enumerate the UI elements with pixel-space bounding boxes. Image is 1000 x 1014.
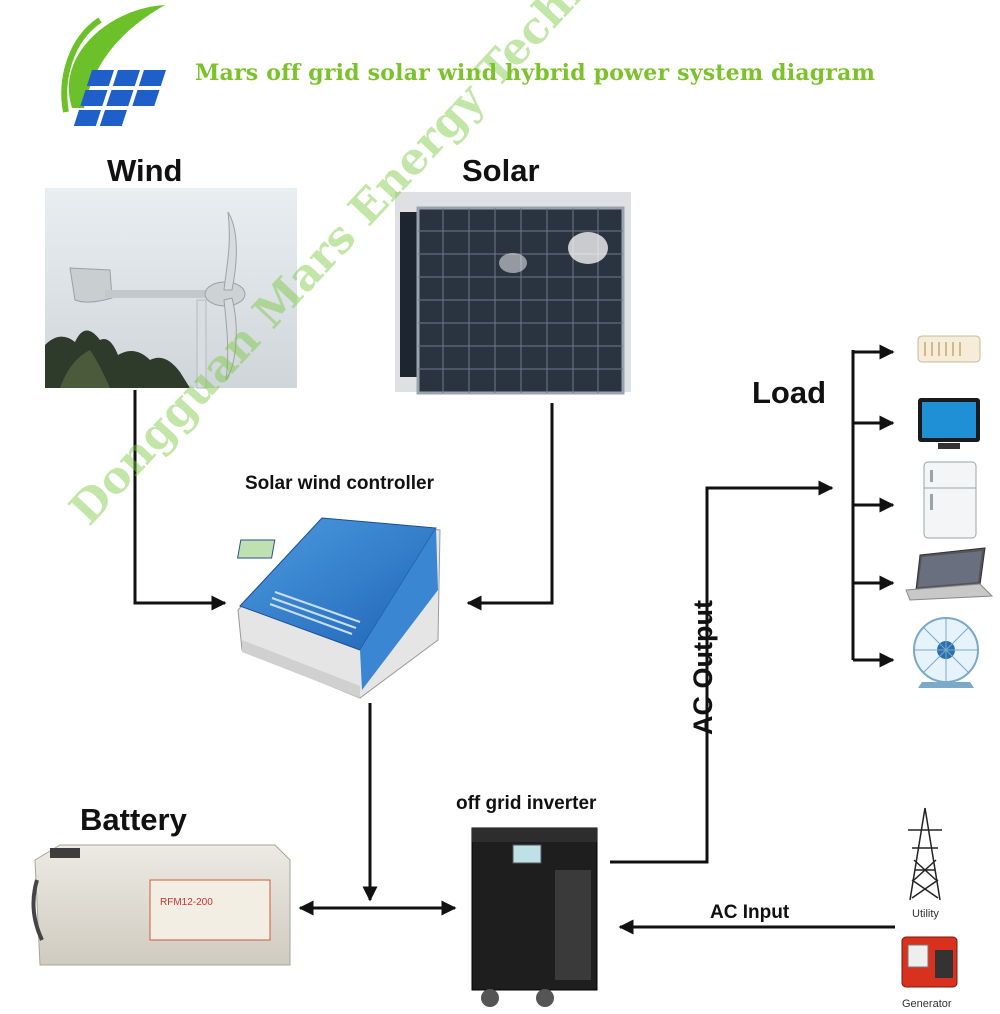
generator-icon bbox=[901, 936, 958, 988]
leaf-logo-icon bbox=[61, 5, 165, 113]
ac-output-label: AC Output bbox=[688, 600, 718, 735]
solar-wind-controller-image bbox=[237, 517, 441, 699]
wind-turbine-image bbox=[45, 188, 297, 389]
connector-lines bbox=[133, 344, 895, 935]
controller-label: Solar wind controller bbox=[245, 473, 434, 494]
inverter-label: off grid inverter bbox=[456, 793, 597, 814]
air-conditioner-icon bbox=[917, 335, 981, 363]
solar-label: Solar bbox=[462, 153, 540, 188]
solar-panel-logo-icon bbox=[73, 70, 166, 126]
solar-panel-image bbox=[395, 192, 631, 395]
battery-image: RFM12-200 bbox=[31, 844, 291, 966]
ac-input-label: AC Input bbox=[710, 902, 790, 923]
laptop-icon bbox=[905, 547, 994, 601]
load-label: Load bbox=[752, 375, 827, 410]
diagram-title: Mars off grid solar wind hybrid power sy… bbox=[195, 60, 876, 86]
utility-tower-icon bbox=[908, 807, 942, 901]
generator-label: Generator bbox=[902, 998, 952, 1010]
utility-label: Utility bbox=[912, 908, 939, 920]
wind-label: Wind bbox=[107, 153, 183, 188]
fan-icon bbox=[913, 617, 979, 688]
battery-model-text: RFM12-200 bbox=[160, 897, 213, 908]
battery-label: Battery bbox=[80, 802, 187, 837]
tv-icon bbox=[918, 398, 980, 449]
fridge-icon bbox=[923, 461, 977, 539]
off-grid-inverter-image bbox=[471, 827, 598, 1007]
